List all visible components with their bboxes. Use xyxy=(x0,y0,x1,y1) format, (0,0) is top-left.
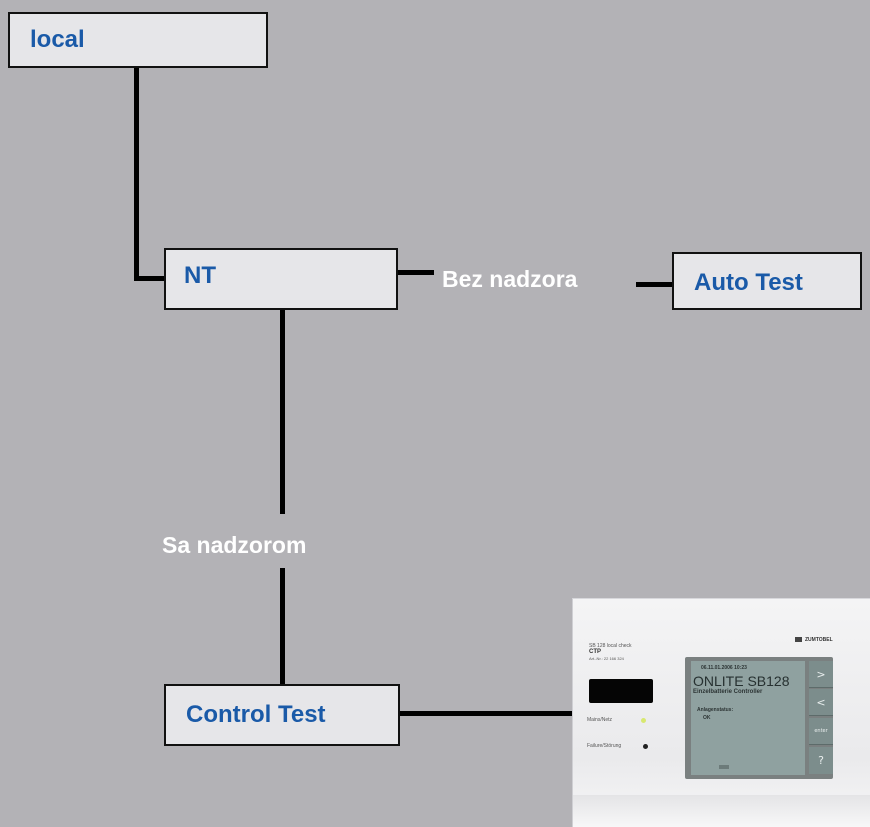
screen-subtitle: Einzelbatterie Controller xyxy=(693,689,763,695)
connector-nt-bez-left xyxy=(396,270,434,275)
mains-led-icon xyxy=(641,718,646,723)
node-local-label: local xyxy=(30,26,85,53)
device-next-button[interactable]: > xyxy=(809,661,833,688)
device-brand-logo: ZUMTOBEL xyxy=(795,637,833,643)
device-failure-label: Failure/Störung xyxy=(587,743,622,749)
screen-status-label: Anlagenstatus: xyxy=(697,707,734,713)
device-button-column: > < enter ? xyxy=(809,661,833,775)
node-control-test-label: Control Test xyxy=(186,701,326,728)
node-control-test: Control Test xyxy=(164,684,400,746)
node-local: local xyxy=(8,12,268,68)
brand-mark-icon xyxy=(795,637,802,643)
device-ctp: CTP xyxy=(589,649,601,655)
device-segment-display xyxy=(589,679,653,703)
node-nt-label: NT xyxy=(184,262,216,289)
device-lower-panel xyxy=(573,795,870,827)
device-art-no: Art.-Nr.: 22 166 324 xyxy=(589,656,624,661)
node-auto-test: Auto Test xyxy=(672,252,862,310)
edge-label-sa-nadzorom: Sa nadzorom xyxy=(162,532,307,558)
device-help-button[interactable]: ? xyxy=(809,747,833,774)
device-brand: ZUMTOBEL xyxy=(805,637,833,643)
connector-local-nt-horizontal xyxy=(134,276,166,281)
connector-local-nt-vertical xyxy=(134,66,139,280)
device-screen: 06.11.01.2006 10:23 ONLITE SB128 Einzelb… xyxy=(691,661,805,775)
screen-bottom-mark xyxy=(719,765,729,769)
connector-sa-control-vertical xyxy=(280,568,285,686)
device-enter-button[interactable]: enter xyxy=(809,718,833,745)
screen-status-value: OK xyxy=(703,715,711,721)
connector-bez-autotest xyxy=(636,282,674,287)
node-nt: NT xyxy=(164,248,398,310)
connector-control-device xyxy=(398,711,574,716)
device-mains-label: Mains/Netz xyxy=(587,717,613,723)
screen-datetime: 06.11.01.2006 10:23 xyxy=(701,665,747,671)
device-prev-button[interactable]: < xyxy=(809,689,833,716)
device-photo: SB 128 local check CTP Art.-Nr.: 22 166 … xyxy=(572,598,870,827)
connector-nt-sa-vertical xyxy=(280,308,285,514)
node-auto-test-label: Auto Test xyxy=(694,269,803,296)
failure-led-icon xyxy=(643,744,648,749)
device-model-line: SB 128 local check xyxy=(589,643,632,649)
screen-title: ONLITE SB128 xyxy=(693,673,790,689)
edge-label-bez-nadzora: Bez nadzora xyxy=(442,266,578,292)
